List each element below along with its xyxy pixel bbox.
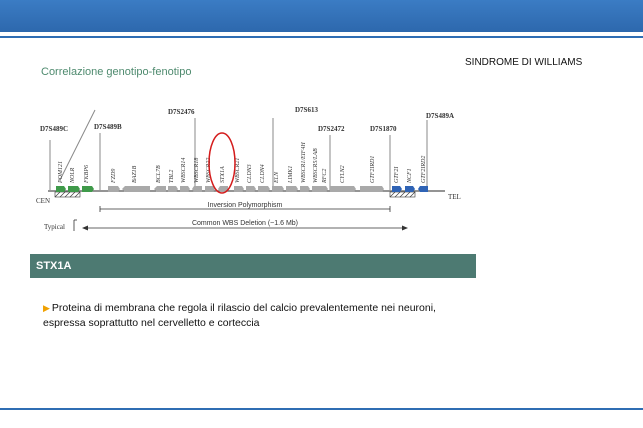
gene-arrow xyxy=(405,186,415,192)
gene-label: WBSCR1/EIF4H xyxy=(300,142,307,183)
gene-arrow xyxy=(108,186,120,192)
marker-label: D7S489A xyxy=(426,112,454,120)
gene-label: GTF2I xyxy=(394,166,400,183)
deletion-label: Common WBS Deletion (~1.6 Mb) xyxy=(192,220,298,227)
gene-label: WBSCR21 xyxy=(235,158,241,183)
gene-arrow xyxy=(82,186,94,192)
gene-label: TBL2 xyxy=(169,170,175,183)
tel-label: TEL xyxy=(448,193,461,201)
slide-heading: SINDROME DI WILLIAMS xyxy=(465,57,583,68)
footer-divider xyxy=(0,408,643,410)
gene-arrow xyxy=(418,186,428,192)
gene-label: RFC2 xyxy=(322,169,328,184)
marker-label: D7S489B xyxy=(94,123,122,131)
marker-line xyxy=(59,109,96,181)
gene-arrow xyxy=(68,186,80,192)
gene-arrow xyxy=(360,186,384,192)
gene-label: BCL7B xyxy=(156,165,162,183)
cen-label: CEN xyxy=(36,197,50,205)
marker-label: D7S1870 xyxy=(370,125,397,133)
gene-arrow xyxy=(192,186,202,192)
gene-label: FZD9 xyxy=(111,169,117,184)
gene-label-stx1a: STX1A xyxy=(220,166,226,183)
gene-label: POM121 xyxy=(58,161,64,184)
gene-arrow xyxy=(234,186,244,192)
gene-arrow xyxy=(312,186,328,192)
gene-arrow xyxy=(168,186,178,192)
gene-label: LIMK1 xyxy=(288,166,294,184)
gene-arrow xyxy=(330,186,356,192)
gene-label: CLDN3 xyxy=(247,164,253,183)
slide-subtitle: Correlazione genotipo-fenotipo xyxy=(41,66,192,78)
gene-arrow xyxy=(154,186,166,192)
gene-label: ELN xyxy=(274,171,280,184)
bullet-arrow-icon: ▶ xyxy=(43,303,50,313)
gene-map-diagram: D7S489C D7S489B D7S2476 D7S613 D7S2472 D… xyxy=(36,106,461,231)
gene-label: WBSCR5/LAB xyxy=(313,148,319,183)
gene-label: NCF1 xyxy=(407,168,413,184)
stx1a-highlight-circle xyxy=(208,132,236,194)
gene-arrow xyxy=(205,186,215,192)
gene-arrow xyxy=(180,186,190,192)
gene-label: WBSCR14 xyxy=(180,158,187,183)
gene-arrow xyxy=(258,186,270,192)
bullet-text: Proteina di membrana che regola il rilas… xyxy=(43,302,436,329)
gene-arrow xyxy=(392,186,402,192)
marker-label: D7S613 xyxy=(295,106,318,114)
gene-label: GTF2IRD1 xyxy=(370,156,376,183)
gene-arrow xyxy=(56,186,66,192)
section-title-bar: STX1A xyxy=(30,254,476,278)
gene-arrow xyxy=(286,186,298,192)
gene-label: WBSCR18 xyxy=(194,158,200,183)
gene-arrow xyxy=(122,186,150,192)
gene-label: CYLN2 xyxy=(340,165,346,183)
gene-label: GTF2IRD2 xyxy=(421,156,427,183)
typical-label: Typical xyxy=(44,223,65,231)
header-divider xyxy=(0,36,643,38)
bullet-item: ▶Proteina di membrana che regola il rila… xyxy=(43,301,463,331)
gene-arrow xyxy=(272,186,284,192)
marker-label: D7S489C xyxy=(40,125,68,133)
gene-arrow xyxy=(246,186,256,192)
inversion-label: Inversion Polymorphism xyxy=(208,202,283,209)
title-bar xyxy=(0,0,643,32)
marker-label: D7S2472 xyxy=(318,125,345,133)
gene-label: NOLR xyxy=(70,167,76,184)
gene-label: BAZ1B xyxy=(132,165,138,183)
gene-arrow xyxy=(300,186,310,192)
gene-label: FKBP6 xyxy=(84,165,90,184)
gene-arrow xyxy=(218,186,228,192)
marker-label: D7S2476 xyxy=(168,108,195,116)
gene-label: CLDN4 xyxy=(259,164,266,183)
